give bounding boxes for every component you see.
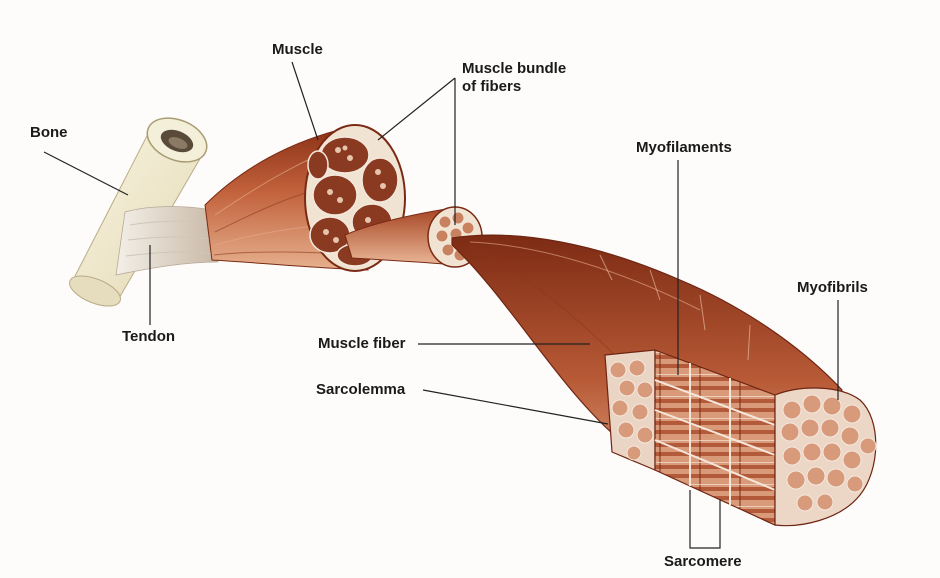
muscle-bundle-label-line2: of fibers bbox=[462, 78, 521, 96]
myofibrils-label: Myofibrils bbox=[797, 279, 868, 297]
bone-leader-line bbox=[44, 152, 128, 195]
muscle-label: Muscle bbox=[272, 41, 323, 59]
bone-label: Bone bbox=[30, 124, 68, 142]
tendon-label: Tendon bbox=[122, 328, 175, 346]
sarcolemma-label: Sarcolemma bbox=[316, 381, 405, 399]
sarcomere-bracket bbox=[690, 490, 720, 548]
muscle-fiber-label: Muscle fiber bbox=[318, 335, 406, 353]
myofilaments-label: Myofilaments bbox=[636, 139, 732, 157]
muscle-bundle-leader-line-1 bbox=[378, 78, 455, 140]
tendon-shape bbox=[116, 206, 218, 275]
muscle-bundle-label-line1: Muscle bundle bbox=[462, 60, 566, 78]
muscle-leader-line bbox=[292, 62, 318, 140]
sarcomere-label: Sarcomere bbox=[664, 553, 742, 571]
